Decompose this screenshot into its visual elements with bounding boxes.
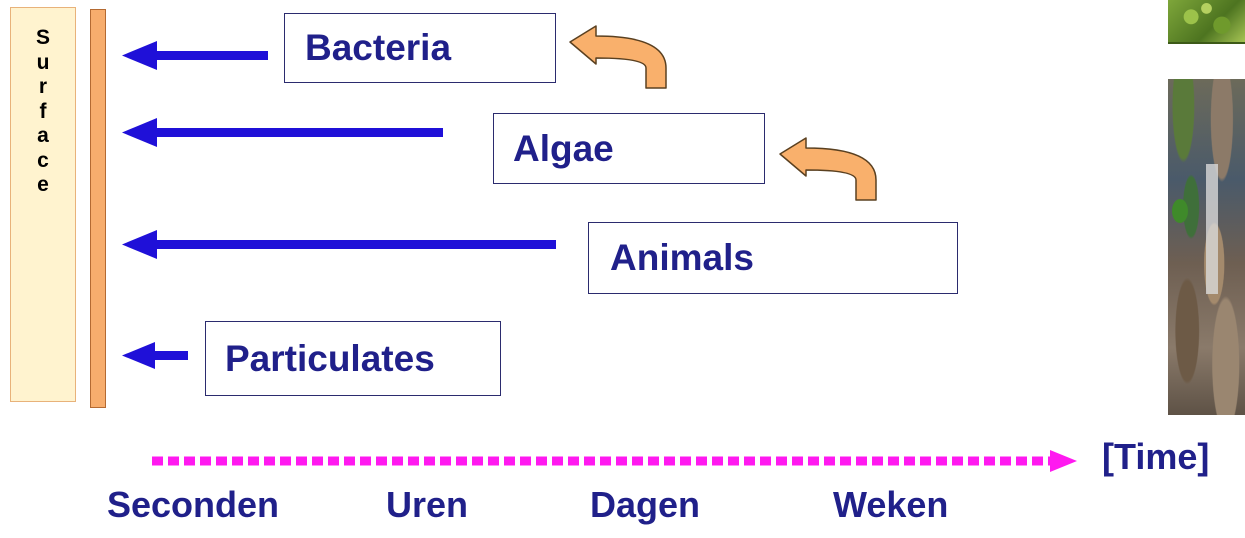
time-scale-hours: Uren	[386, 484, 468, 526]
bacteria-label: Bacteria	[305, 27, 451, 69]
animals-box: Animals	[588, 222, 958, 294]
green-organism-photo	[1168, 0, 1245, 44]
time-scale-days: Dagen	[590, 484, 700, 526]
time-scale-seconds: Seconden	[107, 484, 279, 526]
fouled-structure-photo	[1168, 79, 1245, 415]
animals-label: Animals	[610, 237, 754, 279]
curved-arrow-icon	[570, 26, 666, 88]
particulates-label: Particulates	[225, 338, 435, 380]
bacteria-arrow	[122, 41, 268, 70]
algae-box: Algae	[493, 113, 765, 184]
bacteria-box: Bacteria	[284, 13, 556, 83]
time-axis-label: [Time]	[1102, 436, 1209, 478]
leaf-detail	[1172, 199, 1188, 223]
pole-detail	[1206, 164, 1218, 294]
particulates-box: Particulates	[205, 321, 501, 396]
animals-arrow	[122, 230, 556, 259]
algae-arrow	[122, 118, 443, 147]
curved-arrow-icon	[780, 138, 876, 200]
time-scale-weeks: Weken	[833, 484, 948, 526]
time-arrow	[152, 450, 1077, 472]
particulates-arrow	[122, 342, 188, 369]
algae-label: Algae	[513, 128, 614, 170]
